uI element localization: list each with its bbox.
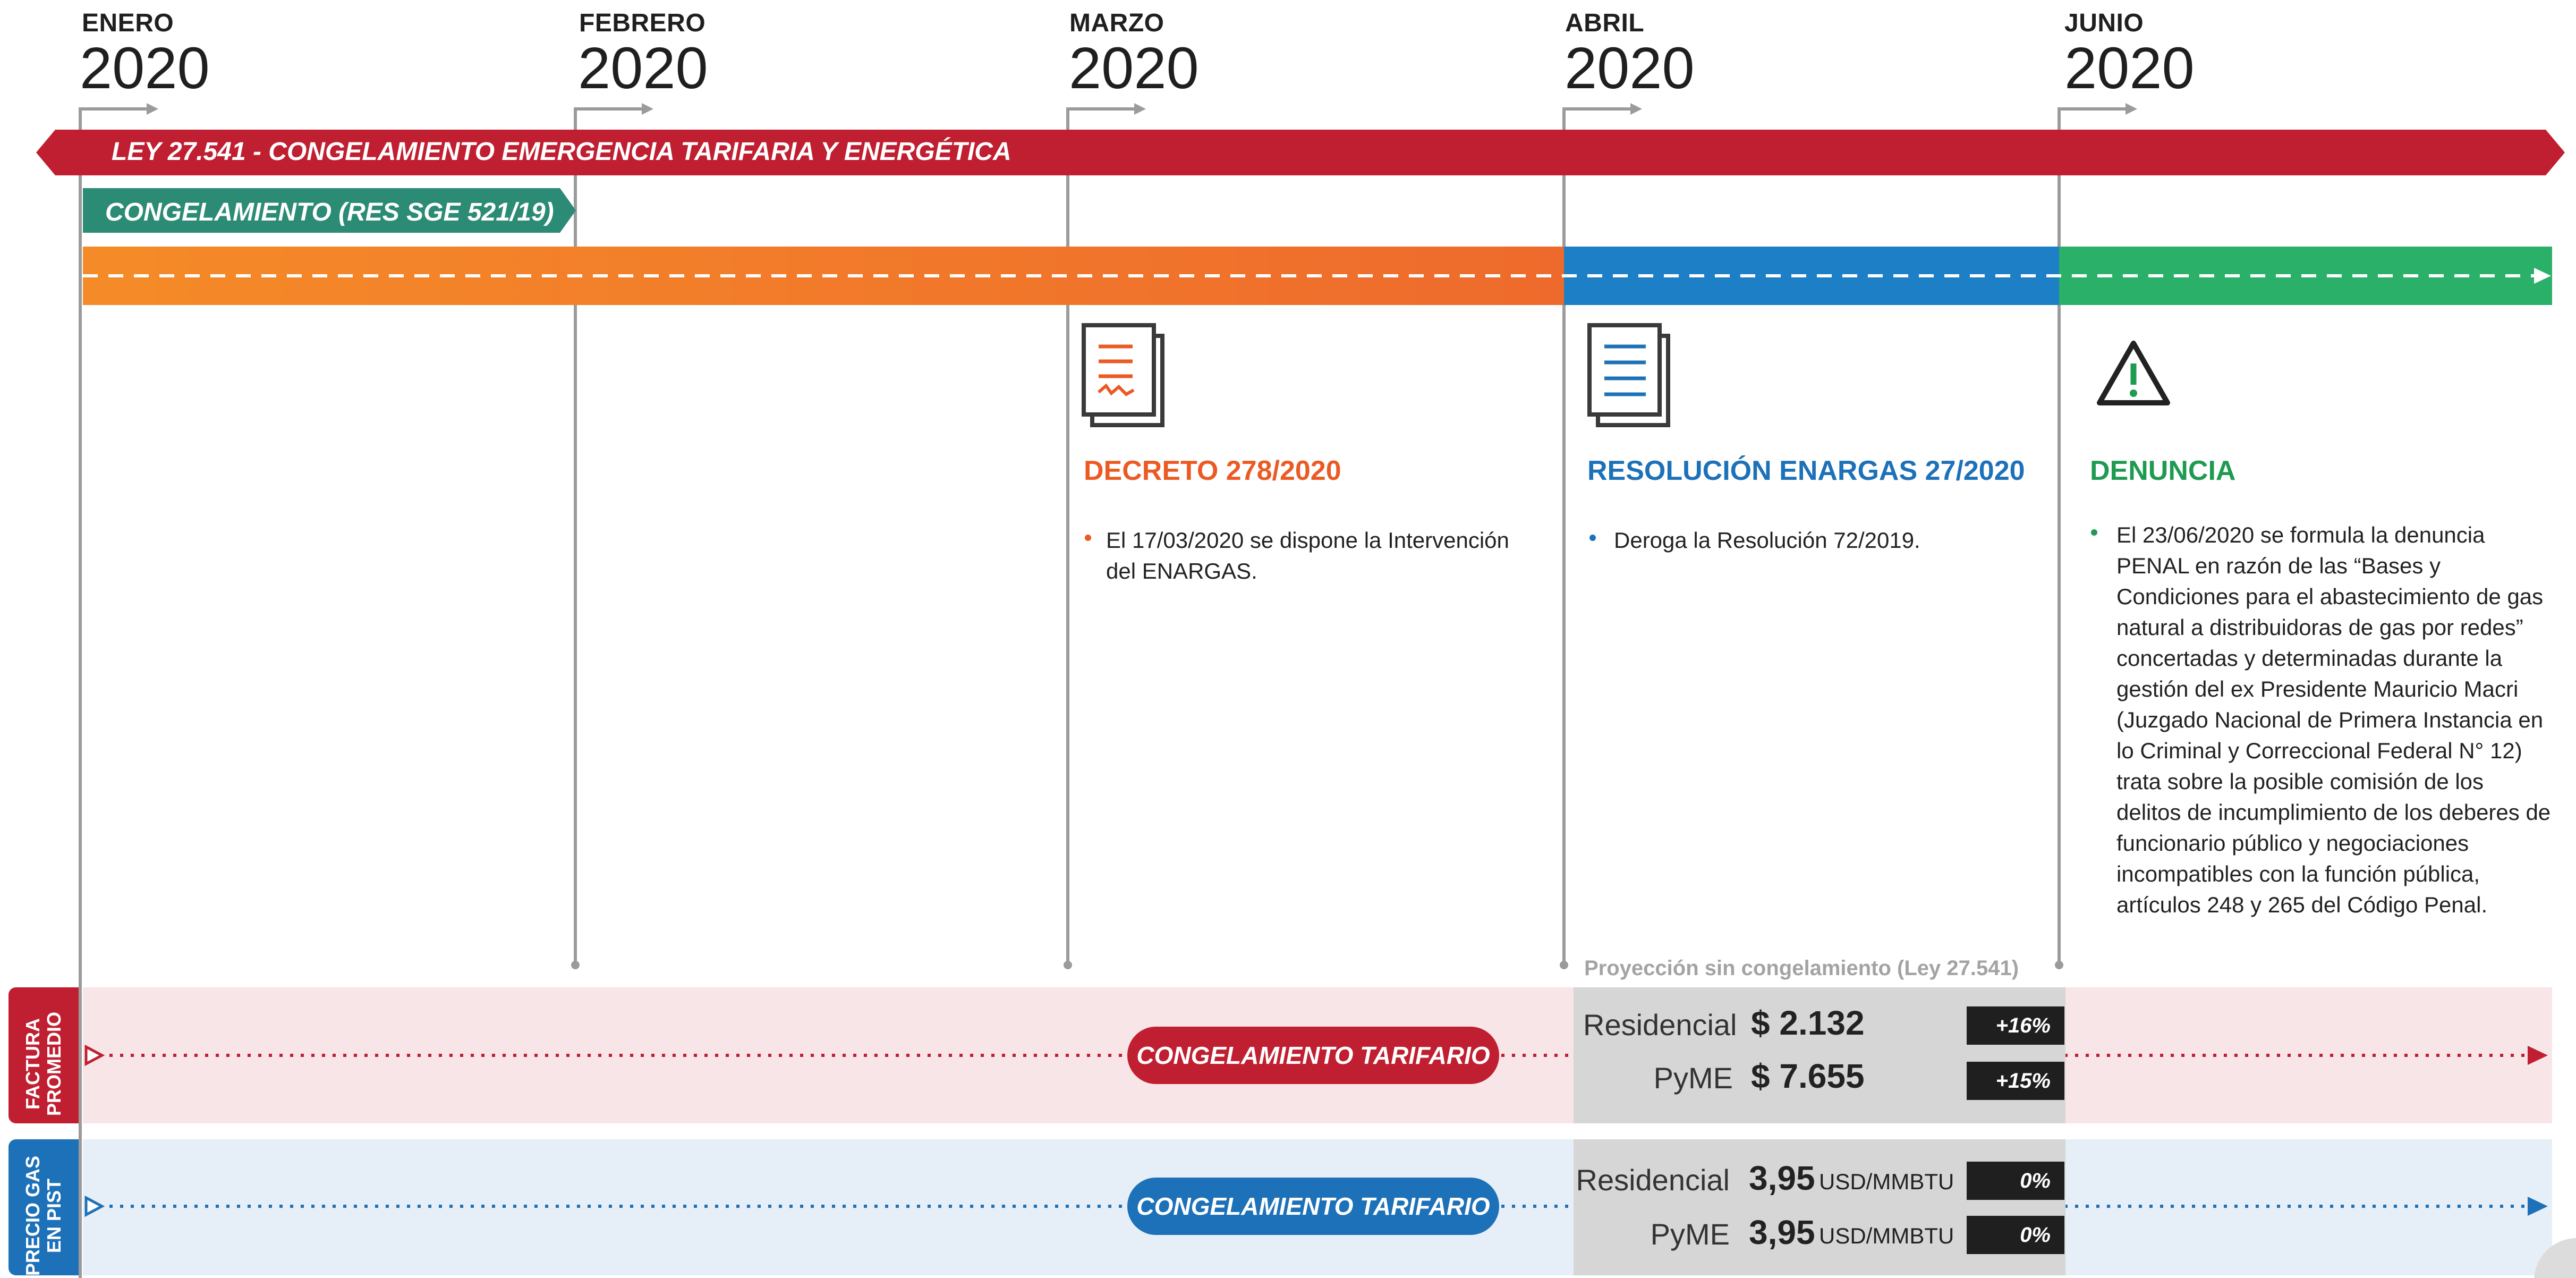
event-title-resolucion: RESOLUCIÓN ENARGAS 27/2020 bbox=[1587, 455, 2025, 486]
factura-change-pyme: +15% bbox=[1967, 1062, 2064, 1100]
precio-dotted-line bbox=[84, 1195, 2548, 1217]
marker-hook-marzo bbox=[1066, 107, 1135, 111]
precio-change-pyme: 0% bbox=[1967, 1216, 2064, 1254]
month-label-junio: JUNIO bbox=[2064, 9, 2144, 37]
precio-value-residencial: 3,95 bbox=[1749, 1159, 1815, 1197]
marker-arrow-enero bbox=[147, 103, 158, 115]
warning-icon bbox=[2097, 341, 2170, 405]
ley-banner bbox=[36, 130, 2565, 175]
precio-change-residencial: 0% bbox=[1967, 1162, 2064, 1200]
factura-freeze-pill: CONGELAMIENTO TARIFARIO bbox=[1127, 1027, 1499, 1084]
event-title-denuncia: DENUNCIA bbox=[2090, 455, 2236, 486]
marker-line-junio bbox=[2058, 107, 2061, 964]
marker-arrow-febrero bbox=[642, 103, 653, 115]
event-bullet-denuncia bbox=[2091, 529, 2097, 536]
factura-category-pyme: PyME bbox=[1653, 1061, 1733, 1095]
month-label-marzo: MARZO bbox=[1069, 9, 1164, 37]
precio-unit-pyme: USD/MMBTU bbox=[1819, 1223, 1954, 1248]
document-icon bbox=[1082, 323, 1164, 427]
factura-dotted-line bbox=[84, 1044, 2548, 1067]
year-label-junio: 2020 bbox=[2064, 36, 2195, 101]
precio-value-pyme: 3,95 bbox=[1749, 1213, 1815, 1251]
ley-banner-text: LEY 27.541 - CONGELAMIENTO EMERGENCIA TA… bbox=[112, 138, 1011, 166]
marker-arrow-abril bbox=[1630, 103, 1642, 115]
event-body-resolucion: Deroga la Resolución 72/2019. bbox=[1614, 528, 1920, 553]
marker-arrow-marzo bbox=[1134, 103, 1146, 115]
marker-line-marzo bbox=[1066, 107, 1069, 964]
period-bar bbox=[83, 247, 2552, 305]
event-title-decreto: DECRETO 278/2020 bbox=[1084, 455, 1341, 486]
congelamiento-banner-text: CONGELAMIENTO (RES SGE 521/19) bbox=[105, 198, 554, 226]
event-body-denuncia: El 23/06/2020 se formula la denuncia PEN… bbox=[2116, 522, 2551, 917]
precio-freeze-pill: CONGELAMIENTO TARIFARIO bbox=[1127, 1178, 1499, 1235]
month-label-febrero: FEBRERO bbox=[579, 9, 706, 37]
event-body-decreto: El 17/03/2020 se dispone la Intervención… bbox=[1106, 528, 1509, 583]
marker-arrow-junio bbox=[2126, 103, 2137, 115]
document-icon bbox=[1587, 323, 1670, 427]
event-bullet-resolucion bbox=[1589, 535, 1596, 541]
factura-change-residencial: +16% bbox=[1967, 1006, 2064, 1045]
year-label-enero: 2020 bbox=[80, 36, 210, 101]
factura-value-residencial: $ 2.132 bbox=[1751, 1004, 1865, 1042]
congelamiento-banner bbox=[83, 188, 576, 233]
precio-category-residencial: Residencial bbox=[1576, 1163, 1730, 1197]
event-bullet-decreto bbox=[1085, 535, 1091, 541]
factura-value-pyme: $ 7.655 bbox=[1751, 1057, 1865, 1095]
year-label-marzo: 2020 bbox=[1069, 36, 1199, 101]
precio-unit-residencial: USD/MMBTU bbox=[1819, 1169, 1954, 1194]
factura-category-residencial: Residencial bbox=[1583, 1008, 1737, 1042]
precio-projection-panel bbox=[1574, 1139, 2065, 1275]
marker-line-febrero bbox=[574, 107, 577, 964]
marker-line-abril bbox=[1562, 107, 1566, 964]
projection-label: Proyección sin congelamiento (Ley 27.541… bbox=[1584, 957, 2019, 980]
marker-dot-junio bbox=[2055, 961, 2063, 969]
marker-line-enero bbox=[79, 107, 82, 1278]
month-label-abril: ABRIL bbox=[1565, 9, 1645, 37]
month-label-enero: ENERO bbox=[82, 9, 174, 37]
marker-hook-abril bbox=[1562, 107, 1631, 111]
year-label-febrero: 2020 bbox=[578, 36, 708, 101]
marker-dot-marzo bbox=[1064, 961, 1072, 969]
marker-hook-febrero bbox=[574, 107, 643, 111]
marker-hook-junio bbox=[2058, 107, 2127, 111]
marker-hook-enero bbox=[79, 107, 148, 111]
marker-dot-abril bbox=[1560, 961, 1568, 969]
year-label-abril: 2020 bbox=[1565, 36, 1695, 101]
marker-dot-febrero bbox=[571, 961, 580, 969]
precio-category-pyme: PyME bbox=[1650, 1217, 1730, 1251]
